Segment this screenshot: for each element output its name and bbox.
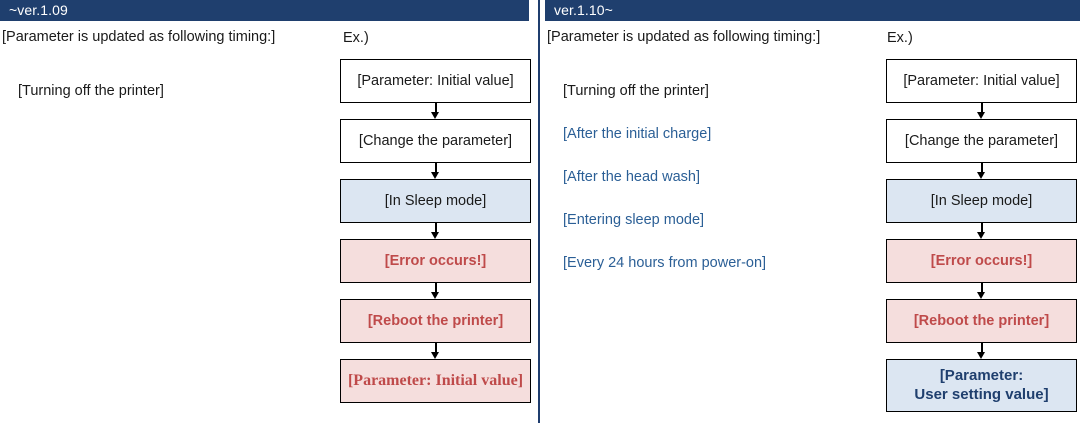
flowchart: [Parameter: Initial value] [Change the p…: [886, 59, 1077, 412]
panel-caption: [Parameter is updated as following timin…: [2, 29, 276, 45]
flow-node: [In Sleep mode]: [340, 179, 531, 223]
timing-list: [Turning off the printer]: [18, 70, 318, 113]
timing-list: [Turning off the printer] [After the ini…: [563, 70, 863, 285]
flow-arrow-icon: [886, 343, 1077, 359]
flow-node-result: [Parameter:User setting value]: [886, 359, 1077, 412]
example-label: Ex.): [343, 30, 369, 46]
timing-list-item: [Turning off the printer]: [18, 83, 164, 99]
flow-arrow-icon: [886, 223, 1077, 239]
flow-node: [Parameter: Initial value]: [340, 59, 531, 103]
panel-new-version: ver.1.10~ [Parameter is updated as follo…: [545, 0, 1080, 423]
timing-list-item: [Turning off the printer]: [563, 83, 709, 99]
timing-list-item: [After the head wash]: [563, 169, 701, 185]
example-label: Ex.): [887, 30, 913, 46]
timing-list-item: [Entering sleep mode]: [563, 212, 705, 228]
timing-list-item: [Every 24 hours from power-on]: [563, 255, 767, 271]
flow-node: [Reboot the printer]: [886, 299, 1077, 343]
timing-list-item: [After the initial charge]: [563, 126, 712, 142]
flow-node: [Parameter: Initial value]: [886, 59, 1077, 103]
flow-arrow-icon: [886, 103, 1077, 119]
flow-arrow-icon: [886, 283, 1077, 299]
flow-node: [Reboot the printer]: [340, 299, 531, 343]
flow-node: [Error occurs!]: [886, 239, 1077, 283]
flow-node: [Change the parameter]: [340, 119, 531, 163]
flow-node: [In Sleep mode]: [886, 179, 1077, 223]
flow-arrow-icon: [340, 343, 531, 359]
version-bar-label: ~ver.1.09: [0, 0, 529, 21]
flow-arrow-icon: [340, 163, 531, 179]
panel-divider: [538, 0, 540, 423]
panel-previous-version: ~ver.1.09 [Parameter is updated as follo…: [0, 0, 531, 423]
flowchart: [Parameter: Initial value] [Change the p…: [340, 59, 531, 403]
flow-node: [Change the parameter]: [886, 119, 1077, 163]
flow-node-result: [Parameter: Initial value]: [340, 359, 531, 403]
flow-arrow-icon: [340, 283, 531, 299]
version-bar-label: ver.1.10~: [545, 0, 1080, 21]
panel-caption: [Parameter is updated as following timin…: [547, 29, 821, 45]
flow-arrow-icon: [886, 163, 1077, 179]
flow-arrow-icon: [340, 223, 531, 239]
flow-node: [Error occurs!]: [340, 239, 531, 283]
flow-arrow-icon: [340, 103, 531, 119]
